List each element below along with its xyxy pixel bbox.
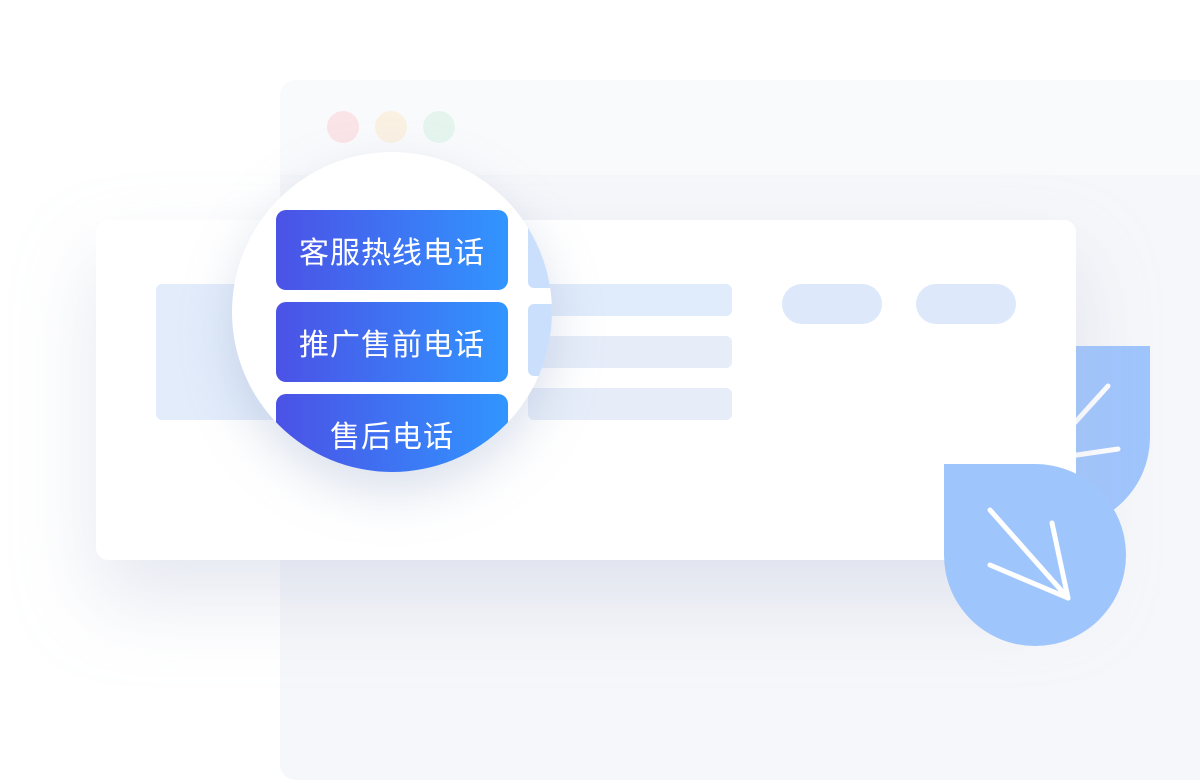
text-line-placeholder: [528, 388, 732, 420]
leaf-front: [944, 464, 1126, 646]
menu-item-label: 客服热线电话: [299, 236, 485, 271]
text-line-placeholder: [528, 284, 732, 316]
window-maximize-dot: [423, 111, 455, 143]
side-placeholder: [528, 216, 552, 288]
pill-placeholder: [782, 284, 882, 324]
menu-item-hotline[interactable]: 客服热线电话: [276, 210, 508, 290]
menu-item-presales[interactable]: 推广售前电话: [276, 302, 508, 382]
side-placeholder: [528, 304, 552, 376]
window-close-dot: [327, 111, 359, 143]
text-line-placeholder: [528, 336, 732, 368]
arrow-down-right-icon: [987, 507, 1071, 601]
menu-item-label: 售后电话: [330, 420, 454, 455]
menu-item-aftersales[interactable]: 售后电话: [276, 394, 508, 472]
magnifier-lens: 客服热线电话 推广售前电话 售后电话: [232, 152, 552, 472]
pill-placeholder: [916, 284, 1016, 324]
menu-item-label: 推广售前电话: [299, 328, 485, 363]
window-minimize-dot: [375, 111, 407, 143]
arrow-down-left-icon: [1067, 383, 1121, 459]
